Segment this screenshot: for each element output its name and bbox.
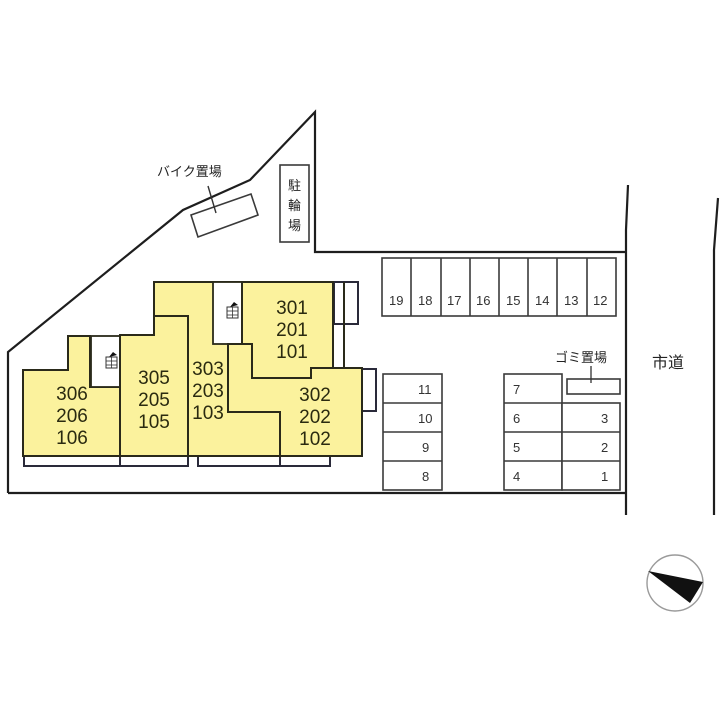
parking-slot-15: 15 [506, 293, 520, 308]
parking-middle-column: 7 6 5 4 [503, 373, 563, 491]
svg-text:105: 105 [138, 412, 170, 433]
bicycle-parking-area: 駐 輪 場 [279, 164, 310, 243]
svg-text:205: 205 [138, 390, 170, 411]
balcony-103 [197, 455, 281, 467]
parking-slot-4: 4 [513, 469, 520, 484]
svg-text:106: 106 [56, 428, 88, 449]
svg-text:201: 201 [276, 320, 308, 341]
unit-305-205-105: 305 205 105 [138, 368, 170, 433]
parking-slot-12: 12 [593, 293, 607, 308]
bike-parking-label: バイク置場 [157, 165, 222, 180]
parking-slot-13: 13 [564, 293, 578, 308]
bike-parking-area: バイク置場 [157, 165, 260, 239]
apartment-building: 306 206 106 305 205 105 303 203 103 301 … [22, 281, 377, 467]
north-arrow-icon [646, 554, 704, 612]
unit-306-206-106: 306 206 106 [56, 384, 88, 449]
parking-slot-16: 16 [476, 293, 490, 308]
parking-slot-5: 5 [513, 440, 520, 455]
parking-slot-10: 10 [418, 411, 432, 426]
stair-icon [226, 302, 239, 319]
parking-right-column: 3 2 1 [561, 402, 621, 491]
parking-slot-1: 1 [601, 469, 608, 484]
svg-text:303: 303 [192, 359, 224, 380]
garbage-area: ゴミ置場 [555, 350, 621, 395]
balcony-105 [119, 455, 189, 467]
svg-text:101: 101 [276, 342, 308, 363]
svg-text:203: 203 [192, 381, 224, 402]
parking-slot-6: 6 [513, 411, 520, 426]
parking-slot-9: 9 [422, 440, 429, 455]
city-road-label: 市道 [652, 353, 684, 372]
svg-text:305: 305 [138, 368, 170, 389]
unit-302-202-102: 302 202 102 [299, 385, 331, 450]
parking-slot-11: 11 [418, 382, 432, 397]
site-boundary [6, 109, 720, 515]
parking-slot-2: 2 [601, 440, 608, 455]
bicycle-parking-label-2: 輪 [288, 198, 301, 214]
stair-icon [105, 352, 118, 369]
balcony-106 [23, 455, 121, 467]
unit-301-201-101: 301 201 101 [276, 298, 308, 363]
svg-text:102: 102 [299, 429, 331, 450]
parking-top-row: 19 18 17 16 15 14 13 12 [381, 257, 617, 317]
bicycle-parking-label-3: 場 [288, 219, 301, 234]
parking-slot-17: 17 [447, 293, 461, 308]
parking-slot-8: 8 [422, 469, 429, 484]
parking-slot-14: 14 [535, 293, 549, 308]
unit-303-203-103: 303 203 103 [192, 359, 224, 424]
parking-left-column: 11 10 9 8 [382, 373, 443, 491]
svg-text:103: 103 [192, 403, 224, 424]
garbage-label: ゴミ置場 [555, 350, 607, 366]
parking-slot-19: 19 [389, 293, 403, 308]
svg-text:306: 306 [56, 384, 88, 405]
svg-text:301: 301 [276, 298, 308, 319]
svg-text:302: 302 [299, 385, 331, 406]
svg-text:206: 206 [56, 406, 88, 427]
storage-101 [333, 281, 359, 325]
bicycle-parking-label-1: 駐 [288, 179, 301, 194]
balcony-102 [279, 455, 331, 467]
parking-slot-7: 7 [513, 382, 520, 397]
svg-text:202: 202 [299, 407, 331, 428]
parking-slot-3: 3 [601, 411, 608, 426]
parking-slot-18: 18 [418, 293, 432, 308]
